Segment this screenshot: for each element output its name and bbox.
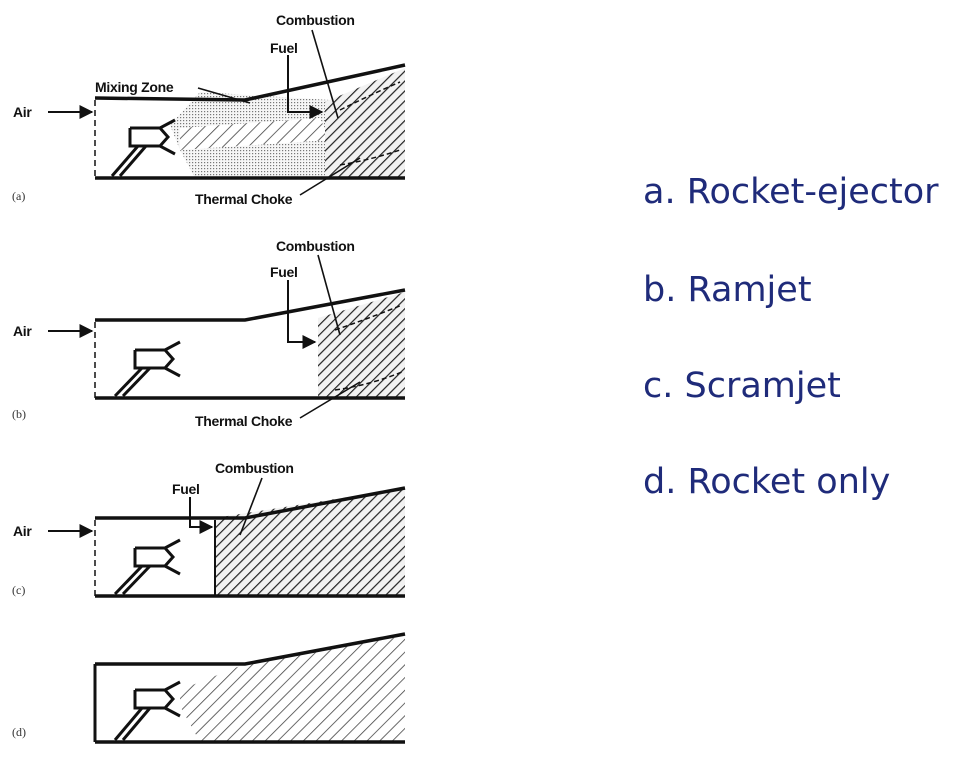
air-label: Air <box>13 104 32 120</box>
flame-front-lower <box>334 371 403 391</box>
choke-leader <box>299 381 361 419</box>
rocket-icon <box>113 340 181 398</box>
fuel-arrow <box>287 280 317 349</box>
fuel-arrow <box>189 497 214 534</box>
diagram-tag: (d) <box>12 725 26 739</box>
flame-front <box>334 304 403 331</box>
mixing-leader <box>197 87 251 104</box>
rocket-icon <box>113 680 181 741</box>
diagram-c: Combustion Fuel Air (c) <box>12 460 406 598</box>
choke-leader <box>299 157 361 196</box>
combustion-leader <box>311 29 339 119</box>
mixing-zone-label: Mixing Zone <box>95 79 174 95</box>
rocket-plume <box>180 636 405 742</box>
diagram-d: (d) <box>12 632 406 744</box>
answer-a: a. Rocket-ejector <box>643 172 939 212</box>
air-label: Air <box>13 323 32 339</box>
rocket-icon <box>110 118 176 177</box>
answer-d: d. Rocket only <box>643 462 891 502</box>
diagram-b: Combustion Fuel Air Thermal Choke (b) <box>12 238 406 429</box>
fuel-label: Fuel <box>270 40 298 56</box>
rocket-plume <box>180 118 330 150</box>
combustion-label: Combustion <box>276 238 355 254</box>
rocket-icon <box>113 538 181 596</box>
upper-wall <box>95 288 406 322</box>
fuel-label: Fuel <box>172 481 200 497</box>
flame-front <box>339 81 401 111</box>
upper-wall <box>94 63 406 102</box>
combustion-label: Combustion <box>276 12 355 28</box>
air-label: Air <box>13 523 32 539</box>
upper-wall <box>95 632 406 666</box>
combustion-leader <box>239 477 263 536</box>
thermal-choke-label: Thermal Choke <box>195 413 293 429</box>
diagram-tag: (a) <box>12 189 25 203</box>
upper-wall <box>95 486 406 520</box>
diagram-a: Combustion Fuel Mixing Zone Air Thermal … <box>12 12 406 207</box>
combustion-region <box>318 292 405 398</box>
flame-front-lower <box>339 149 401 166</box>
diagram-tag: (c) <box>12 583 25 597</box>
combustion-region <box>325 68 405 178</box>
fuel-arrow <box>287 55 324 119</box>
fuel-label: Fuel <box>270 264 298 280</box>
answer-c: c. Scramjet <box>643 366 841 406</box>
diagram-tag: (b) <box>12 407 26 421</box>
answer-b: b. Ramjet <box>643 270 812 310</box>
thermal-choke-label: Thermal Choke <box>195 191 293 207</box>
combustion-leader <box>317 254 341 336</box>
combustion-label: Combustion <box>215 460 294 476</box>
